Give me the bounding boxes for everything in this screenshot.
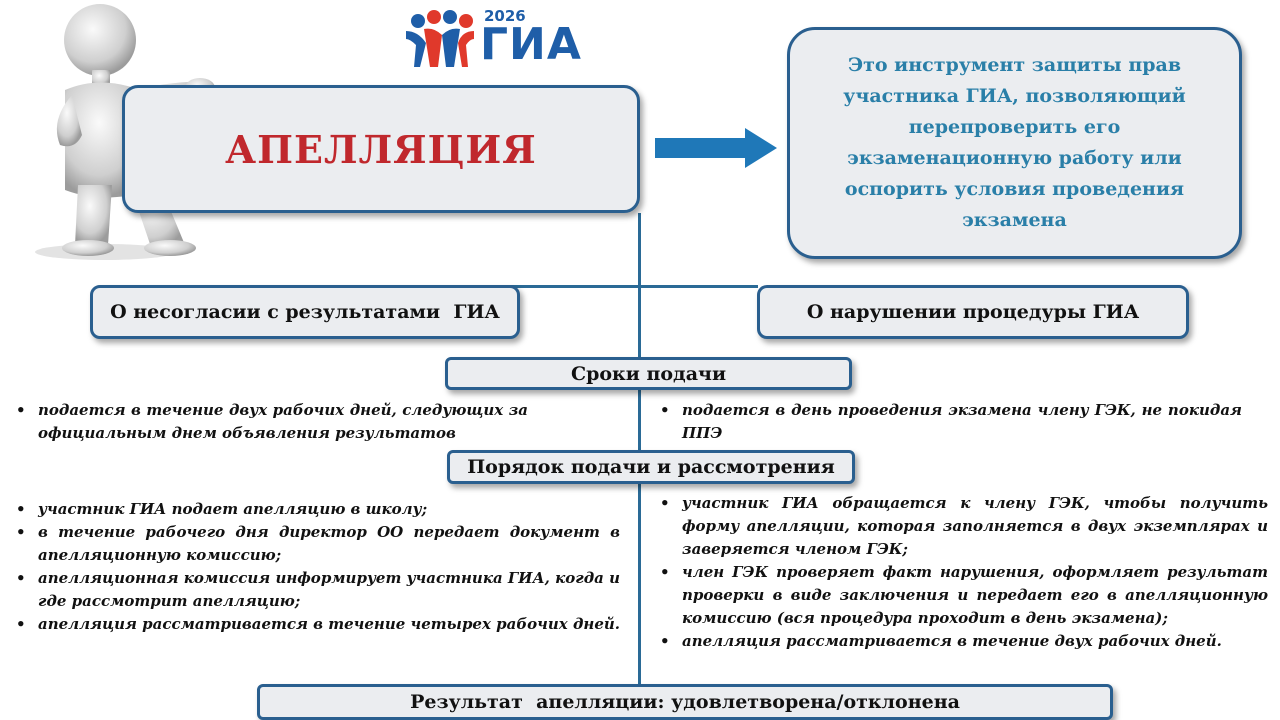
list-item: в течение рабочего дня директор ОО перед…	[8, 521, 620, 567]
definition-text: Это инструмент защиты прав участника ГИА…	[843, 54, 1186, 231]
result-box: Результат апелляции: удовлетворена/откло…	[257, 684, 1113, 720]
page-title: АПЕЛЛЯЦИЯ	[225, 126, 537, 172]
list-item: подается в течение двух рабочих дней, сл…	[8, 399, 528, 445]
deadlines-heading-box: Сроки подачи	[445, 357, 852, 390]
people-logo-icon	[406, 10, 474, 68]
deadlines-left-list: подается в течение двух рабочих дней, сл…	[8, 399, 528, 445]
list-item: апелляция рассматривается в течение четы…	[8, 613, 620, 636]
gia-logo: 2026 ГИА	[400, 5, 600, 70]
procedure-heading: Порядок подачи и рассмотрения	[467, 456, 835, 478]
branch-right-label: О нарушении процедуры ГИА	[806, 301, 1140, 323]
arrow-right-icon	[655, 128, 777, 168]
list-item: подается в день проведения экзамена член…	[652, 399, 1242, 445]
definition-box: Это инструмент защиты прав участника ГИА…	[787, 27, 1242, 259]
procedure-right-list: участник ГИА обращается к члену ГЭК, что…	[652, 492, 1268, 653]
title-box: АПЕЛЛЯЦИЯ	[122, 85, 640, 213]
branch-left-box: О несогласии с результатами ГИА	[90, 285, 520, 339]
logo-year: 2026	[484, 7, 526, 25]
deadlines-heading: Сроки подачи	[570, 362, 727, 385]
list-item: апелляция рассматривается в течение двух…	[652, 630, 1268, 653]
branch-left-label: О несогласии с результатами ГИА	[110, 301, 500, 323]
list-item: апелляционная комиссия информирует участ…	[8, 567, 620, 613]
list-item: участник ГИА подает апелляцию в школу;	[8, 498, 620, 521]
procedure-heading-box: Порядок подачи и рассмотрения	[447, 450, 855, 484]
list-item: участник ГИА обращается к члену ГЭК, что…	[652, 492, 1268, 561]
connector-line-horizontal	[490, 285, 758, 288]
deadlines-right-list: подается в день проведения экзамена член…	[652, 399, 1242, 445]
list-item: член ГЭК проверяет факт нарушения, оформ…	[652, 561, 1268, 630]
branch-right-box: О нарушении процедуры ГИА	[757, 285, 1189, 339]
logo-text: ГИА	[480, 19, 582, 70]
procedure-left-list: участник ГИА подает апелляцию в школу; в…	[8, 498, 620, 636]
result-label: Результат апелляции: удовлетворена/откло…	[410, 691, 960, 713]
connector-line-main	[638, 388, 641, 688]
